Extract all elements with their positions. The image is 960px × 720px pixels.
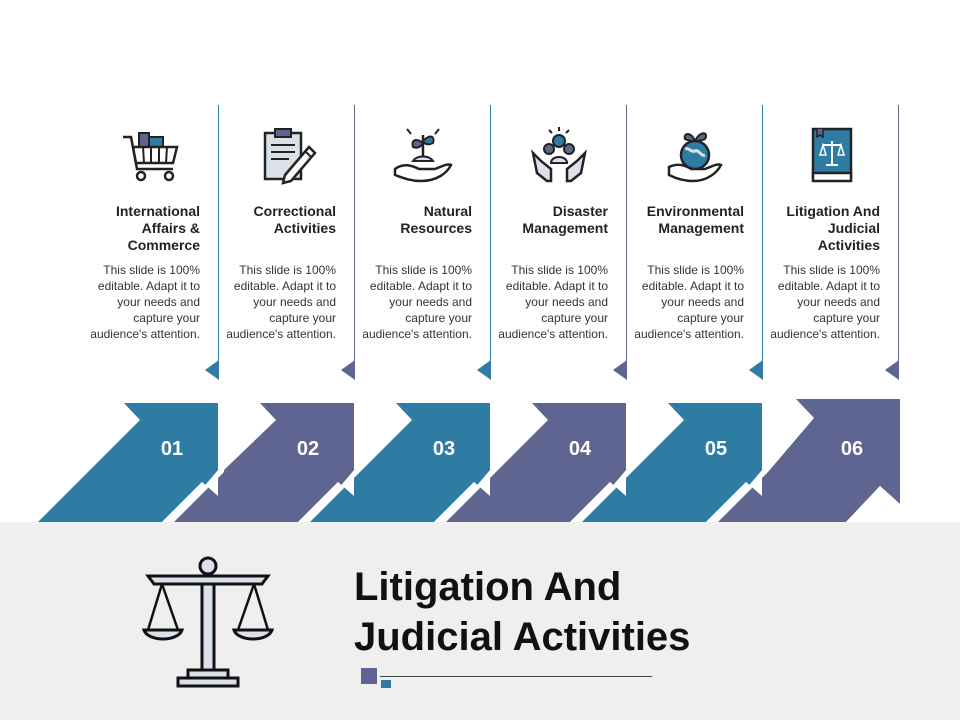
pointer-triangle xyxy=(613,360,627,380)
column-title: Environmental Management xyxy=(646,203,744,236)
column-title: Disaster Management xyxy=(522,203,608,236)
hands-people-icon xyxy=(530,127,588,183)
column-title: International Affairs & Commerce xyxy=(115,203,200,253)
step-number: 05 xyxy=(704,438,728,460)
page-title-line-1: Litigation And xyxy=(354,565,622,609)
column-divider xyxy=(762,105,763,375)
step-column-1: International Affairs & Commerce This sl… xyxy=(83,105,219,380)
column-divider xyxy=(626,105,627,375)
scales-of-justice-icon xyxy=(141,556,275,688)
column-divider xyxy=(490,105,491,375)
column-title: Natural Resources xyxy=(400,203,472,236)
arrow-step-2 xyxy=(174,403,354,522)
title-accent-square-blue xyxy=(381,680,391,688)
pointer-triangle xyxy=(477,360,491,380)
step-number: 02 xyxy=(296,438,320,460)
page-title: Litigation And Judicial Activities xyxy=(354,562,914,662)
step-column-6: Litigation And Judicial Activities This … xyxy=(763,105,899,380)
title-underline xyxy=(380,676,652,677)
column-title: Litigation And Judicial Activities xyxy=(786,203,880,253)
title-accent-square-purple xyxy=(361,668,377,684)
page-title-line-2: Judicial Activities xyxy=(354,615,691,659)
law-book-icon xyxy=(811,127,853,183)
pointer-triangle xyxy=(749,360,763,380)
column-divider xyxy=(354,105,355,375)
step-column-2: Correctional Activities This slide is 10… xyxy=(219,105,355,380)
column-description: This slide is 100% editable. Adapt it to… xyxy=(498,263,608,341)
arrow-step-4 xyxy=(446,403,626,522)
column-description: This slide is 100% editable. Adapt it to… xyxy=(90,263,200,341)
arrow-step-1 xyxy=(38,403,218,522)
column-description: This slide is 100% editable. Adapt it to… xyxy=(770,263,880,341)
arrow-step-6 xyxy=(718,399,900,522)
column-divider xyxy=(218,105,219,375)
column-description: This slide is 100% editable. Adapt it to… xyxy=(226,263,336,341)
hand-plant-icon xyxy=(393,128,453,183)
step-number: 04 xyxy=(568,438,592,460)
step-number: 06 xyxy=(840,438,864,460)
step-column-5: Environmental Management This slide is 1… xyxy=(627,105,763,380)
step-number: 03 xyxy=(432,438,456,460)
step-column-4: Disaster Management This slide is 100% e… xyxy=(491,105,627,380)
arrow-step-5 xyxy=(582,403,762,522)
column-title: Correctional Activities xyxy=(253,203,336,236)
pointer-triangle xyxy=(885,360,899,380)
step-number: 01 xyxy=(160,438,184,460)
column-description: This slide is 100% editable. Adapt it to… xyxy=(634,263,744,341)
clipboard-pen-icon xyxy=(263,128,317,185)
arrow-step-3 xyxy=(310,403,490,522)
column-divider xyxy=(898,105,899,375)
bottom-band xyxy=(0,522,960,720)
shopping-cart-icon xyxy=(123,132,179,182)
column-description: This slide is 100% editable. Adapt it to… xyxy=(362,263,472,341)
pointer-triangle xyxy=(341,360,355,380)
pointer-triangle xyxy=(205,360,219,380)
step-column-3: Natural Resources This slide is 100% edi… xyxy=(355,105,491,380)
hand-globe-icon xyxy=(667,132,723,183)
